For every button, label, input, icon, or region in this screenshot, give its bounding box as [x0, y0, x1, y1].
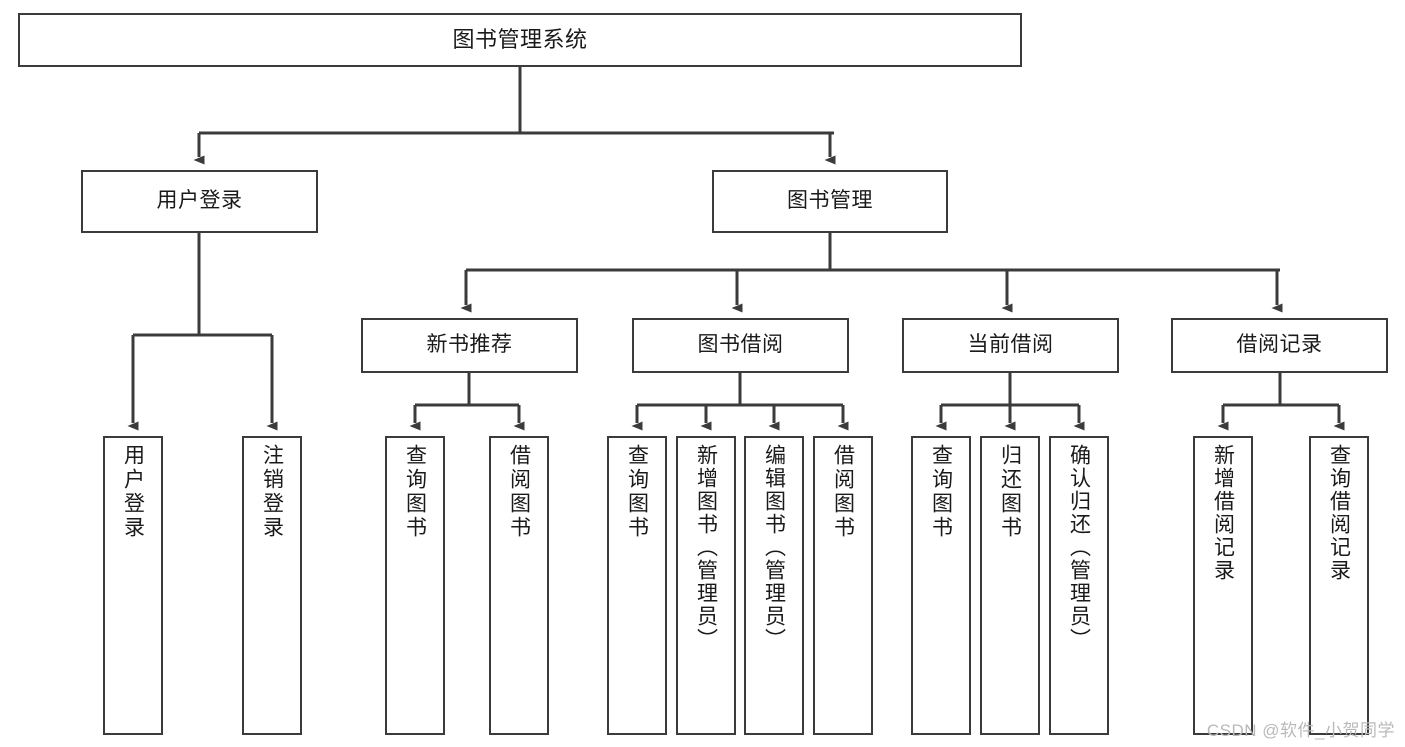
node-leaf-add-book-admin[interactable]: 新增图书（管理员）	[676, 436, 736, 735]
node-leaf-confirm-return-admin[interactable]: 确认归还（管理员）	[1049, 436, 1109, 735]
node-label: 注销登录	[260, 444, 284, 540]
node-new-book-recommend[interactable]: 新书推荐	[361, 318, 578, 373]
node-leaf-query-book-current[interactable]: 查询图书	[911, 436, 971, 735]
node-leaf-add-borrow-record[interactable]: 新增借阅记录	[1193, 436, 1253, 735]
node-current-borrow[interactable]: 当前借阅	[902, 318, 1119, 373]
node-leaf-return-book[interactable]: 归还图书	[980, 436, 1040, 735]
node-label: 借阅图书	[831, 444, 855, 540]
node-label: 借阅图书	[507, 444, 531, 540]
node-label: 确认归还（管理员）	[1067, 444, 1091, 651]
node-label: 归还图书	[998, 444, 1022, 540]
node-book-management[interactable]: 图书管理	[712, 170, 948, 233]
node-label: 图书借阅	[697, 333, 784, 357]
node-label: 当前借阅	[967, 333, 1054, 357]
node-user-login[interactable]: 用户登录	[81, 170, 318, 233]
node-label: 用户登录	[156, 189, 243, 213]
node-leaf-logout-login[interactable]: 注销登录	[242, 436, 302, 735]
node-label: 查询图书	[403, 444, 427, 540]
node-root-book-management-system[interactable]: 图书管理系统	[18, 13, 1022, 67]
node-label: 借阅记录	[1236, 333, 1323, 357]
node-label: 图书管理	[787, 189, 873, 213]
node-label: 新书推荐	[426, 333, 513, 357]
node-leaf-user-login[interactable]: 用户登录	[103, 436, 163, 735]
node-borrow-record[interactable]: 借阅记录	[1171, 318, 1388, 373]
node-label: 图书管理系统	[452, 27, 588, 53]
node-leaf-query-borrow-record[interactable]: 查询借阅记录	[1309, 436, 1369, 735]
node-book-borrow[interactable]: 图书借阅	[632, 318, 849, 373]
node-leaf-query-book-borrow[interactable]: 查询图书	[607, 436, 667, 735]
node-label: 新增图书（管理员）	[694, 444, 718, 651]
node-label: 编辑图书（管理员）	[762, 444, 786, 651]
node-label: 查询借阅记录	[1327, 444, 1351, 582]
node-leaf-edit-book-admin[interactable]: 编辑图书（管理员）	[744, 436, 804, 735]
node-leaf-query-book-recommend[interactable]: 查询图书	[385, 436, 445, 735]
node-label: 用户登录	[121, 444, 145, 540]
csdn-watermark: CSDN @软件_小贺同学	[1206, 721, 1395, 740]
node-leaf-borrow-book[interactable]: 借阅图书	[813, 436, 873, 735]
node-label: 查询图书	[625, 444, 649, 540]
node-leaf-borrow-book-recommend[interactable]: 借阅图书	[489, 436, 549, 735]
node-label: 新增借阅记录	[1211, 444, 1235, 582]
node-label: 查询图书	[929, 444, 953, 540]
